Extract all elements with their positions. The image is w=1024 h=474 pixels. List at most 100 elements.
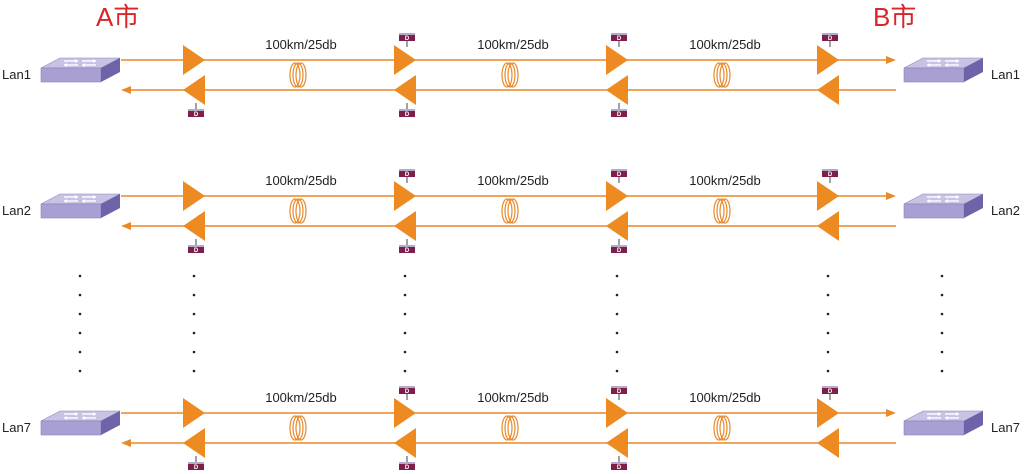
ellipsis-dot [826, 312, 830, 316]
dcm-module-icon: D [611, 456, 627, 471]
ellipsis-dot [403, 369, 407, 373]
dcm-module-icon: D [611, 169, 627, 183]
ellipsis-dot [78, 369, 82, 373]
optical-amplifier-icon [606, 181, 628, 211]
dcm-label: D [405, 465, 410, 471]
city-b-label: B市 [873, 2, 916, 32]
lan-label-left: Lan7 [2, 420, 31, 435]
lan-label-right: Lan1 [991, 67, 1020, 82]
city-a-label: A市 [96, 2, 139, 32]
span-label: 100km/25db [689, 37, 761, 52]
ellipsis-dots [78, 274, 944, 373]
dcm-module-icon: D [822, 386, 838, 400]
dcm-label: D [828, 172, 833, 178]
dcm-label: D [194, 112, 199, 118]
optical-amplifier-icon [394, 75, 416, 105]
network-switch-icon [903, 410, 984, 436]
ellipsis-dot [403, 293, 407, 297]
ellipsis-dot [615, 350, 619, 354]
dcm-module-icon: D [399, 103, 415, 118]
dcm-label: D [405, 172, 410, 178]
ellipsis-dot [78, 274, 82, 278]
ellipsis-dot [78, 350, 82, 354]
ellipsis-dot [403, 312, 407, 316]
ellipsis-dot [615, 274, 619, 278]
optical-amplifier-icon [817, 428, 839, 458]
ellipsis-dot [940, 331, 944, 335]
optical-amplifier-icon [606, 398, 628, 428]
dcm-module-icon: D [822, 169, 838, 183]
span-label: 100km/25db [265, 390, 337, 405]
network-switch-icon [40, 410, 121, 436]
optical-amplifier-icon [817, 181, 839, 211]
dcm-module-icon: D [399, 33, 415, 47]
optical-amplifier-icon [394, 211, 416, 241]
dcm-label: D [617, 36, 622, 42]
fiber-arrowhead [886, 192, 896, 200]
ellipsis-dot [940, 350, 944, 354]
ellipsis-dot [78, 331, 82, 335]
ellipsis-dot [403, 274, 407, 278]
ellipsis-dot [403, 350, 407, 354]
fiber-coil-icon [289, 415, 307, 441]
optical-amplifier-icon [394, 398, 416, 428]
network-switch-icon [903, 57, 984, 83]
dcm-module-icon: D [188, 456, 204, 471]
dcm-label: D [194, 248, 199, 254]
ellipsis-dot [615, 331, 619, 335]
ellipsis-dot [940, 293, 944, 297]
ellipsis-dot [826, 369, 830, 373]
span-label: 100km/25db [265, 173, 337, 188]
dcm-label: D [194, 465, 199, 471]
fiber-arrowhead [886, 409, 896, 417]
dcm-label: D [617, 389, 622, 395]
ellipsis-dot [615, 293, 619, 297]
ellipsis-dot [192, 312, 196, 316]
fiber-arrowhead [121, 222, 131, 230]
dcm-label: D [617, 465, 622, 471]
dcm-module-icon: D [399, 386, 415, 400]
lan-label-left: Lan1 [2, 67, 31, 82]
network-switch-icon [40, 193, 121, 219]
dcm-label: D [828, 389, 833, 395]
dcm-module-icon: D [611, 386, 627, 400]
ellipsis-dot [192, 293, 196, 297]
fiber-coil-icon [289, 198, 307, 224]
optical-amplifier-icon [606, 45, 628, 75]
dcm-module-icon: D [188, 103, 204, 118]
ellipsis-dot [78, 312, 82, 316]
lan-label-left: Lan2 [2, 203, 31, 218]
dcm-label: D [405, 36, 410, 42]
dcm-module-icon: D [188, 239, 204, 254]
optical-amplifier-icon [183, 428, 205, 458]
ellipsis-dot [826, 350, 830, 354]
optical-amplifier-icon [183, 45, 205, 75]
dcm-label: D [405, 389, 410, 395]
dcm-label: D [405, 112, 410, 118]
dcm-label: D [617, 172, 622, 178]
lan-label-right: Lan2 [991, 203, 1020, 218]
dcm-label: D [617, 112, 622, 118]
ellipsis-dot [78, 293, 82, 297]
dcm-module-icon: D [611, 33, 627, 47]
optical-amplifier-icon [606, 211, 628, 241]
ellipsis-dot [940, 274, 944, 278]
network-switch-icon [903, 193, 984, 219]
span-label: 100km/25db [265, 37, 337, 52]
dcm-module-icon: D [611, 239, 627, 254]
dcm-label: D [405, 248, 410, 254]
optical-amplifier-icon [817, 398, 839, 428]
dcm-label: D [617, 248, 622, 254]
ellipsis-dot [615, 369, 619, 373]
optical-amplifier-icon [183, 75, 205, 105]
fiber-coil-icon [501, 198, 519, 224]
dcm-module-icon: D [399, 239, 415, 254]
optical-amplifier-icon [606, 75, 628, 105]
fiber-coil-icon [713, 415, 731, 441]
optical-amplifier-icon [817, 75, 839, 105]
ellipsis-dot [940, 312, 944, 316]
dcm-module-icon: D [611, 103, 627, 118]
